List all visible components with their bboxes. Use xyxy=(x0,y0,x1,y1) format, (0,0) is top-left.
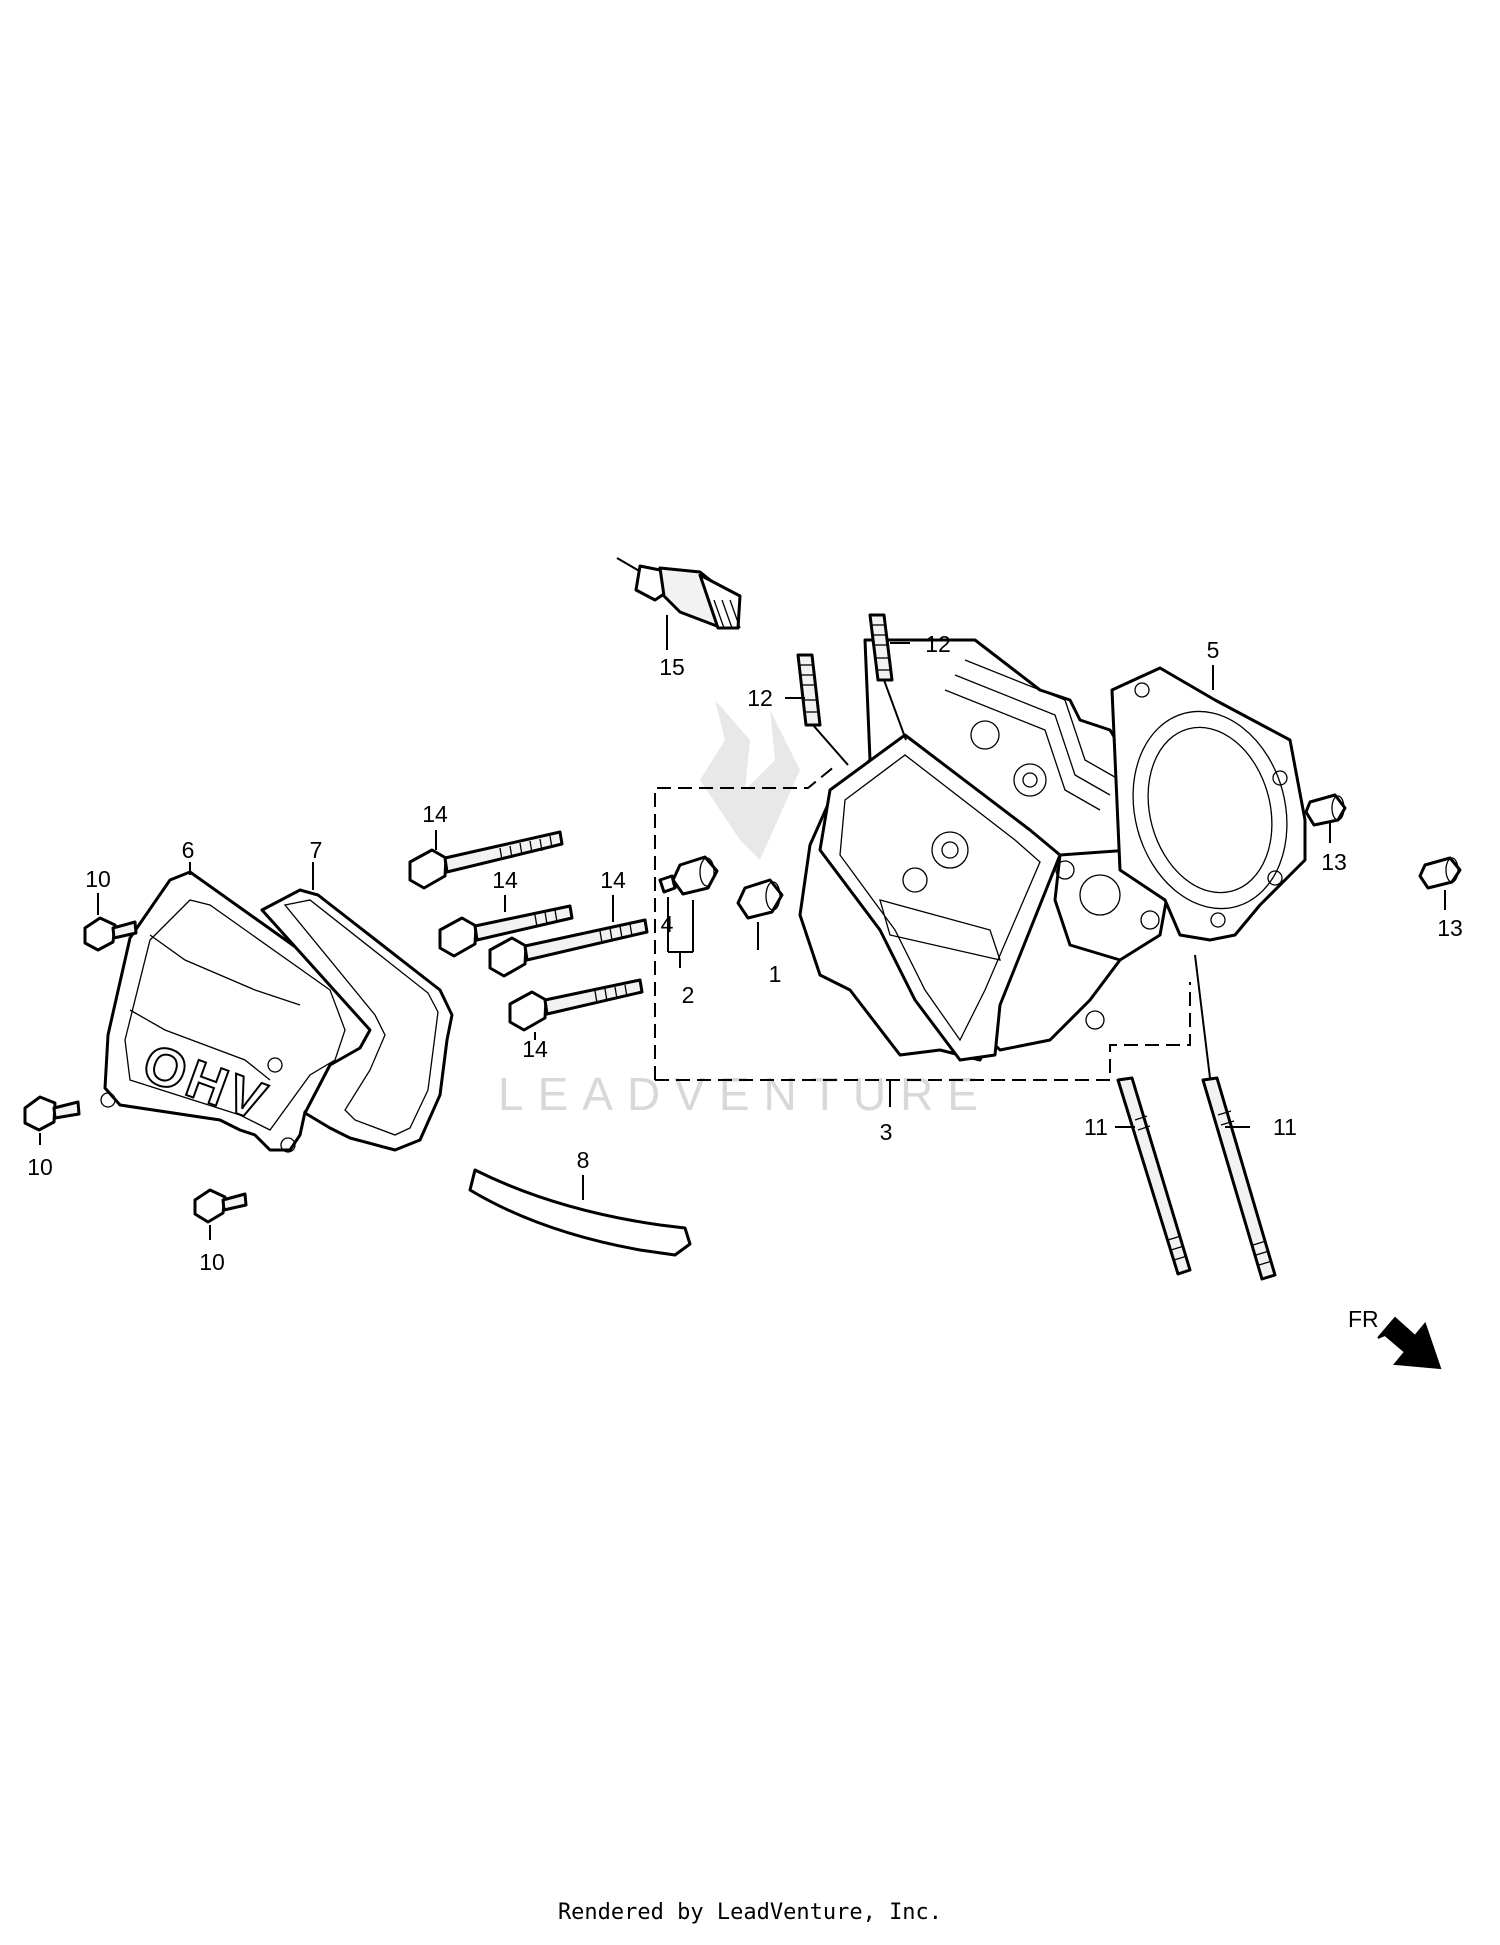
callout-2: 2 xyxy=(682,982,695,1008)
watermark: LEADVENTURE xyxy=(498,700,992,1120)
long-stud-right[interactable] xyxy=(1194,954,1277,1281)
callout-10-bottom: 10 xyxy=(199,1249,225,1275)
direction-arrow: FR xyxy=(1348,1306,1442,1370)
watermark-text: LEADVENTURE xyxy=(498,1068,992,1120)
footer-credit: Rendered by LeadVenture, Inc. xyxy=(557,1900,943,1925)
callout-15: 15 xyxy=(659,654,685,680)
bolt-long-top[interactable] xyxy=(408,830,564,890)
stud-right[interactable] xyxy=(868,613,907,741)
bolt-lower[interactable] xyxy=(508,978,644,1032)
long-stud-left[interactable] xyxy=(1116,1076,1192,1276)
cover-bolt-left[interactable] xyxy=(23,1095,81,1132)
direction-label: FR xyxy=(1348,1306,1379,1332)
clip-washer[interactable] xyxy=(658,874,677,894)
bolt-right[interactable] xyxy=(488,918,649,978)
callout-10-left: 10 xyxy=(27,1154,53,1180)
callout-5: 5 xyxy=(1207,637,1220,663)
spark-plug[interactable] xyxy=(616,557,742,650)
head-cover-gasket[interactable] xyxy=(260,888,454,1152)
callout-11-left: 11 xyxy=(1084,1114,1108,1140)
callout-14-top: 14 xyxy=(422,801,448,827)
dowel-pin-lower[interactable] xyxy=(1418,856,1462,890)
callout-3: 3 xyxy=(880,1119,893,1145)
assembly-bracket xyxy=(654,765,1191,1081)
callout-11-right: 11 xyxy=(1273,1114,1297,1140)
callout-8: 8 xyxy=(577,1147,590,1173)
valve-stem-seal[interactable] xyxy=(671,855,719,896)
callout-14-bottom: 14 xyxy=(522,1036,548,1062)
callout-14-middle: 14 xyxy=(492,867,518,893)
callout-14-right: 14 xyxy=(600,867,626,893)
cover-bolt-bottom[interactable] xyxy=(193,1188,248,1224)
callout-10-top: 10 xyxy=(85,866,111,892)
front-arrow-icon xyxy=(1377,1316,1442,1370)
stud-left[interactable] xyxy=(796,653,849,766)
callout-13-lower: 13 xyxy=(1437,915,1463,941)
callout-labels: 1 2 3 4 5 6 7 8 10 10 10 11 11 12 12 13 … xyxy=(27,631,1463,1275)
dowel-pin-upper[interactable] xyxy=(1304,793,1347,827)
cover-bolt-top[interactable] xyxy=(83,916,138,952)
callout-12-left: 12 xyxy=(747,685,773,711)
callout-4: 4 xyxy=(661,911,674,937)
head-cover[interactable]: OHV xyxy=(100,870,382,1153)
callout-6: 6 xyxy=(182,837,195,863)
valve-guide-seal[interactable] xyxy=(736,878,784,920)
callout-7: 7 xyxy=(310,837,323,863)
cylinder-head[interactable] xyxy=(798,638,1172,1062)
breather-tube[interactable] xyxy=(468,1168,692,1257)
head-gasket[interactable] xyxy=(1110,666,1309,942)
callout-13-upper: 13 xyxy=(1321,849,1347,875)
callout-1: 1 xyxy=(769,961,782,987)
callout-12-right: 12 xyxy=(925,631,951,657)
bolt-medium[interactable] xyxy=(438,904,574,958)
